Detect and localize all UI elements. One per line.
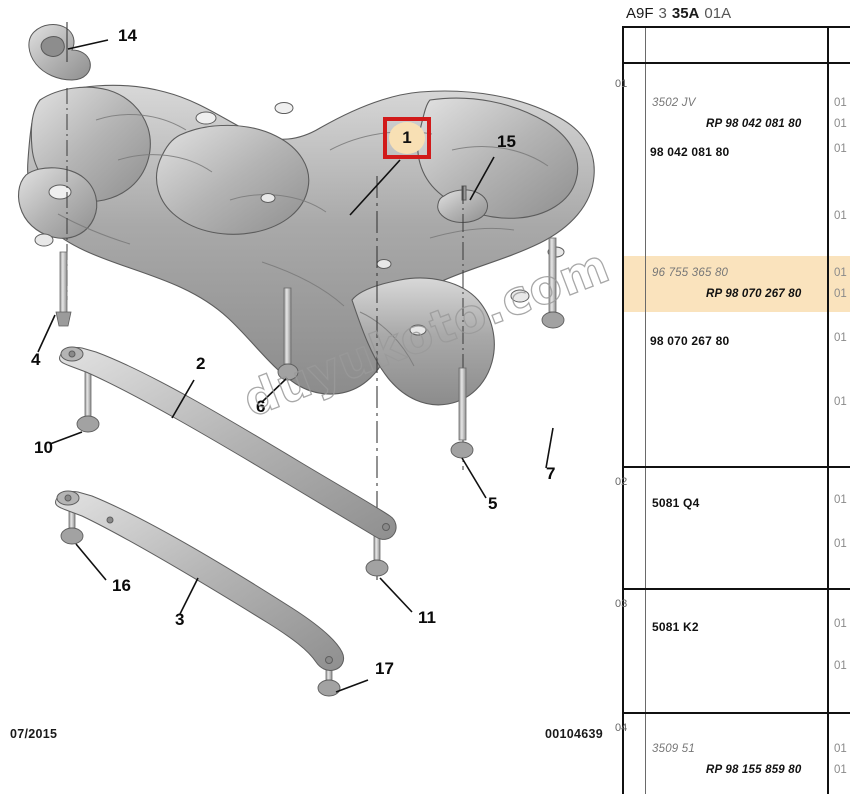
reference-code-01-4: 96 755 365 80 — [652, 267, 729, 279]
header-code-1: A9F — [626, 4, 654, 22]
leader-line-7 — [545, 427, 554, 469]
bolt-6 — [277, 287, 299, 381]
leader-line-10 — [49, 431, 83, 445]
quantity-03-1: 01 — [834, 660, 847, 672]
leader-line-11 — [379, 577, 413, 613]
leader-line-17 — [335, 679, 369, 693]
callout-5[interactable]: 5 — [488, 494, 497, 513]
quantity-01-3: 01 — [834, 210, 847, 222]
quantity-01-6: 01 — [834, 332, 847, 344]
quantity-01-2: 01 — [834, 143, 847, 155]
table-column-divider-qty — [827, 26, 829, 794]
replacement-part-number-04-1: RP 98 155 859 80 — [706, 764, 802, 776]
highlighted-row-band — [622, 256, 850, 312]
part-number-01-2: 98 042 081 80 — [650, 145, 730, 159]
leader-line-3 — [179, 577, 199, 615]
callout-17[interactable]: 17 — [375, 659, 394, 678]
callout-14[interactable]: 14 — [118, 26, 137, 45]
subframe-crossmember — [17, 84, 595, 406]
group-number-04: 04 — [615, 722, 628, 734]
header-code-4: 01A — [704, 4, 732, 22]
bolt-7 — [541, 237, 565, 329]
leader-line-14 — [67, 39, 109, 50]
bolt-16 — [60, 499, 84, 545]
replacement-part-number-01-1: RP 98 042 081 80 — [706, 118, 802, 130]
callout-4[interactable]: 4 — [31, 350, 41, 369]
leader-line-2 — [171, 379, 195, 419]
part-number-01-6: 98 070 267 80 — [650, 334, 730, 348]
section-divider-4 — [622, 712, 850, 714]
callout-leaders — [37, 39, 554, 693]
quantity-04-0: 01 — [834, 743, 847, 755]
header-code-3: 35A — [671, 4, 700, 22]
group-number-01: 01 — [615, 78, 628, 90]
callout-6[interactable]: 6 — [256, 397, 265, 416]
leader-line-1 — [349, 159, 401, 216]
callout-1-label: 1 — [402, 128, 412, 147]
leader-line-6 — [261, 377, 288, 403]
callout-3[interactable]: 3 — [175, 610, 184, 629]
reference-code-01-0: 3502 JV — [652, 97, 696, 109]
table-header: A9F 3 35A 01A — [622, 0, 850, 26]
table-column-divider-left — [645, 26, 646, 794]
quantity-04-1: 01 — [834, 764, 847, 776]
section-divider-2 — [622, 466, 850, 468]
bolt-10 — [76, 369, 100, 433]
callout-16[interactable]: 16 — [112, 576, 131, 595]
callout-2[interactable]: 2 — [196, 354, 205, 373]
table-border-left — [622, 26, 624, 794]
group-number-03: 03 — [615, 598, 628, 610]
footer-date: 07/2015 — [10, 727, 58, 741]
group-number-02: 02 — [615, 476, 628, 488]
quantity-01-4: 01 — [834, 267, 847, 279]
tie-rod-2 — [59, 346, 397, 540]
table-header-rule — [622, 26, 850, 28]
callout-1-highlight-circle — [389, 122, 425, 154]
leader-line-4 — [37, 314, 56, 353]
callout-11[interactable]: 11 — [418, 608, 436, 627]
callout-labels: 14 15 4 2 6 10 5 7 16 3 11 17 — [31, 26, 555, 678]
quantity-01-0: 01 — [834, 97, 847, 109]
bolt-11 — [365, 533, 389, 577]
header-code-2: 3 — [658, 4, 667, 22]
reference-code-04-0: 3509 51 — [652, 743, 695, 755]
side-mount-bracket — [437, 185, 489, 223]
section-divider-3 — [622, 588, 850, 590]
top-mount-bracket — [28, 24, 91, 81]
footer-drawing-number: 00104639 — [545, 727, 604, 741]
replacement-part-number-01-5: RP 98 070 267 80 — [706, 288, 802, 300]
tie-rod-3 — [55, 490, 345, 671]
leader-line-15 — [469, 156, 495, 201]
callout-7[interactable]: 7 — [546, 464, 555, 483]
quantity-02-1: 01 — [834, 538, 847, 550]
subframe-drawing: 14 15 4 2 6 10 5 7 16 3 11 17 — [17, 22, 595, 697]
bolt-4 — [55, 251, 72, 327]
part-number-03-0: 5081 K2 — [652, 620, 699, 634]
quantity-02-0: 01 — [834, 494, 847, 506]
mounting-holes — [34, 102, 565, 336]
callout-15[interactable]: 15 — [497, 132, 516, 151]
leader-line-5 — [461, 457, 487, 499]
quantity-03-0: 01 — [834, 618, 847, 630]
surface-detail — [57, 114, 549, 367]
quantity-01-7: 01 — [834, 396, 847, 408]
callout-1-highlight-box[interactable] — [383, 117, 431, 159]
quantity-01-5: 01 — [834, 288, 847, 300]
leader-line-16 — [75, 543, 107, 581]
quantity-01-1: 01 — [834, 118, 847, 130]
parts-table: A9F 3 35A 01A — [610, 0, 850, 794]
section-divider-1 — [622, 62, 850, 64]
part-number-02-0: 5081 Q4 — [652, 496, 700, 510]
callout-10[interactable]: 10 — [34, 438, 53, 457]
